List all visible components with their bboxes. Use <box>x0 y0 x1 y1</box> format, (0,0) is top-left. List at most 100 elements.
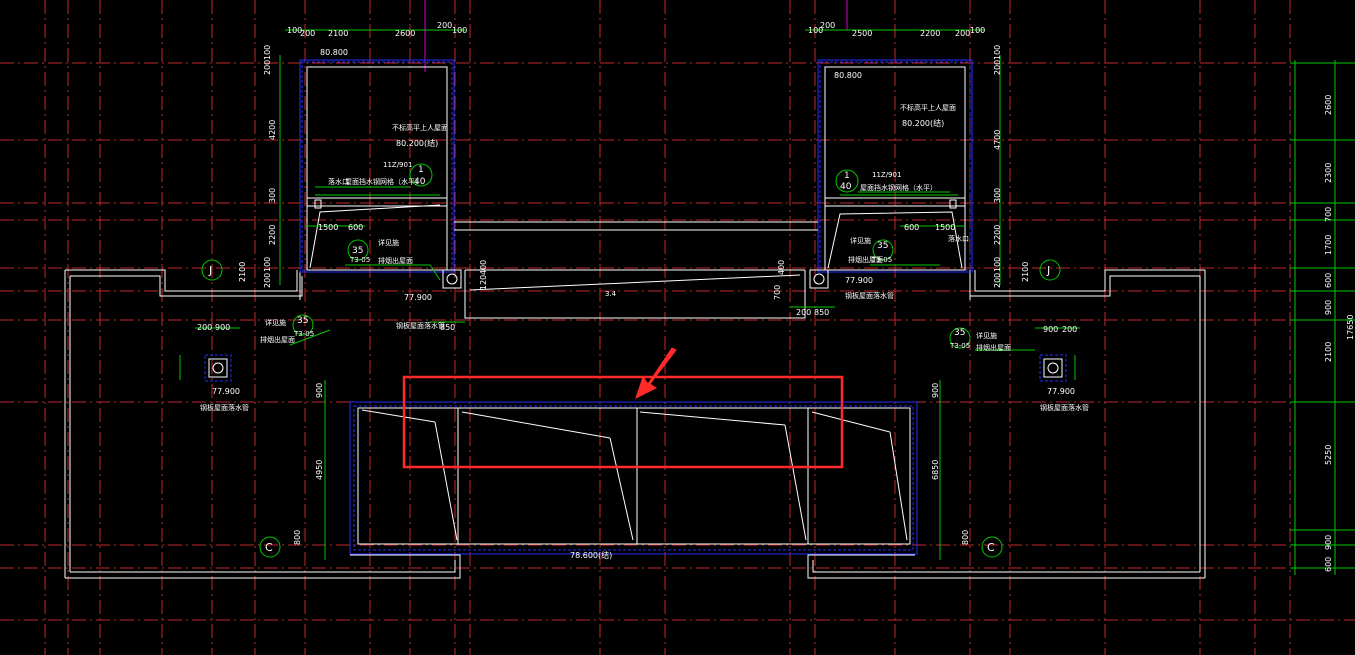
svg-text:2100: 2100 <box>328 29 348 38</box>
svg-text:200: 200 <box>993 60 1002 75</box>
svg-text:J: J <box>1046 264 1050 277</box>
svg-text:200: 200 <box>300 29 315 38</box>
svg-text:40: 40 <box>840 182 852 192</box>
svg-text:35: 35 <box>352 246 363 256</box>
svg-text:850: 850 <box>814 308 829 317</box>
svg-text:120: 120 <box>479 275 488 290</box>
svg-text:钢板屋面落水管: 钢板屋面落水管 <box>396 321 445 330</box>
svg-text:100: 100 <box>970 26 985 35</box>
svg-text:C: C <box>987 541 995 554</box>
top-dimension-labels: 100 200 2100 2600 200 100 100 200 2500 2… <box>287 21 985 38</box>
svg-text:77.900: 77.900 <box>404 293 432 302</box>
svg-text:200: 200 <box>263 273 272 288</box>
svg-text:详见施: 详见施 <box>976 331 997 340</box>
svg-text:T3-05: T3-05 <box>871 256 892 264</box>
notes: 不标高平上人屋面 不标高平上人屋面 11Z/901 11Z/901 屋面挡水钢网… <box>200 103 1089 412</box>
svg-text:80.200(结): 80.200(结) <box>396 138 438 148</box>
svg-text:80.800: 80.800 <box>320 48 348 57</box>
svg-text:78.600(结): 78.600(结) <box>570 550 612 560</box>
svg-text:落水口: 落水口 <box>948 234 969 243</box>
svg-text:2300: 2300 <box>1324 163 1333 183</box>
svg-text:2600: 2600 <box>395 29 415 38</box>
svg-text:200: 200 <box>197 323 212 332</box>
svg-text:900: 900 <box>1043 325 1058 334</box>
misc-dimension-labels: 1500 600 600 1500 850 200 850 200 900 90… <box>197 223 1077 545</box>
svg-text:2200: 2200 <box>993 225 1002 245</box>
svg-text:600: 600 <box>1324 557 1333 572</box>
svg-text:100: 100 <box>263 45 272 60</box>
svg-text:77.900: 77.900 <box>845 276 873 285</box>
svg-text:详见施: 详见施 <box>378 238 399 247</box>
svg-text:300: 300 <box>993 188 1002 203</box>
svg-text:4700: 4700 <box>993 130 1002 150</box>
svg-text:详见施: 详见施 <box>265 318 286 327</box>
svg-text:900: 900 <box>1324 535 1333 550</box>
svg-text:4950: 4950 <box>315 460 324 480</box>
svg-text:排烟出屋面: 排烟出屋面 <box>260 335 295 344</box>
svg-text:T3-05: T3-05 <box>349 256 370 264</box>
svg-text:1700: 1700 <box>1324 235 1333 255</box>
svg-text:6850: 6850 <box>931 460 940 480</box>
svg-text:600: 600 <box>904 223 919 232</box>
svg-text:17650: 17650 <box>1346 315 1355 340</box>
connecting-walkway <box>454 221 818 319</box>
svg-text:35: 35 <box>297 316 308 326</box>
svg-text:300: 300 <box>268 188 277 203</box>
highlight-annotation <box>402 347 844 469</box>
svg-text:屋面挡水钢网格（水平）: 屋面挡水钢网格（水平） <box>345 177 422 186</box>
svg-text:40: 40 <box>414 177 426 187</box>
svg-text:400: 400 <box>777 260 786 275</box>
svg-text:900: 900 <box>315 383 324 398</box>
svg-text:钢板屋面落水管: 钢板屋面落水管 <box>200 403 249 412</box>
svg-text:2100: 2100 <box>238 262 247 282</box>
central-roof-box <box>349 401 918 555</box>
svg-text:900: 900 <box>931 383 940 398</box>
svg-text:屋面挡水钢网格（水平）: 屋面挡水钢网格（水平） <box>860 183 937 192</box>
svg-text:钢板屋面落水管: 钢板屋面落水管 <box>845 291 894 300</box>
svg-text:600: 600 <box>348 223 363 232</box>
svg-text:详见施: 详见施 <box>850 236 871 245</box>
svg-text:77.900: 77.900 <box>212 387 240 396</box>
elevation-labels: 80.800 80.800 80.200(结) 80.200(结) 77.900… <box>212 48 1075 560</box>
svg-text:C: C <box>265 541 273 554</box>
svg-text:100: 100 <box>808 26 823 35</box>
svg-text:T3-05: T3-05 <box>293 330 314 338</box>
svg-text:600: 600 <box>1324 273 1333 288</box>
svg-text:2500: 2500 <box>852 29 872 38</box>
svg-text:2600: 2600 <box>1324 95 1333 115</box>
svg-text:200: 200 <box>796 308 811 317</box>
svg-text:落水口: 落水口 <box>328 177 349 186</box>
svg-text:100: 100 <box>287 26 302 35</box>
svg-text:T3-05: T3-05 <box>949 342 970 350</box>
svg-text:11Z/901: 11Z/901 <box>383 161 412 169</box>
svg-text:80.200(结): 80.200(结) <box>902 118 944 128</box>
dimension-lines <box>179 29 1355 575</box>
svg-text:900: 900 <box>1324 300 1333 315</box>
svg-text:200: 200 <box>820 21 835 30</box>
svg-text:3.4: 3.4 <box>605 290 617 298</box>
svg-text:2100: 2100 <box>1324 342 1333 362</box>
svg-text:900: 900 <box>215 323 230 332</box>
svg-text:2200: 2200 <box>268 225 277 245</box>
svg-text:200: 200 <box>437 21 452 30</box>
svg-text:800: 800 <box>961 530 970 545</box>
callout-bubbles <box>201 163 1061 558</box>
svg-text:不标高平上人屋面: 不标高平上人屋面 <box>392 123 448 132</box>
svg-text:1: 1 <box>418 165 424 175</box>
axis-labels: J J C C <box>208 264 1050 554</box>
svg-text:80.800: 80.800 <box>834 71 862 80</box>
svg-text:不标高平上人屋面: 不标高平上人屋面 <box>900 103 956 112</box>
left-tower-vertical-dims: 100 200 4200 300 2200 100 200 <box>263 45 277 288</box>
left-stair-tower <box>299 59 455 273</box>
svg-text:850: 850 <box>440 323 455 332</box>
svg-text:2100: 2100 <box>1021 262 1030 282</box>
svg-text:200: 200 <box>993 273 1002 288</box>
svg-text:800: 800 <box>293 530 302 545</box>
svg-text:400: 400 <box>479 260 488 275</box>
svg-text:35: 35 <box>877 241 888 251</box>
svg-text:1500: 1500 <box>935 223 955 232</box>
svg-text:200: 200 <box>1062 325 1077 334</box>
svg-text:700: 700 <box>1324 207 1333 222</box>
svg-text:100: 100 <box>263 257 272 272</box>
svg-text:J: J <box>208 264 212 277</box>
